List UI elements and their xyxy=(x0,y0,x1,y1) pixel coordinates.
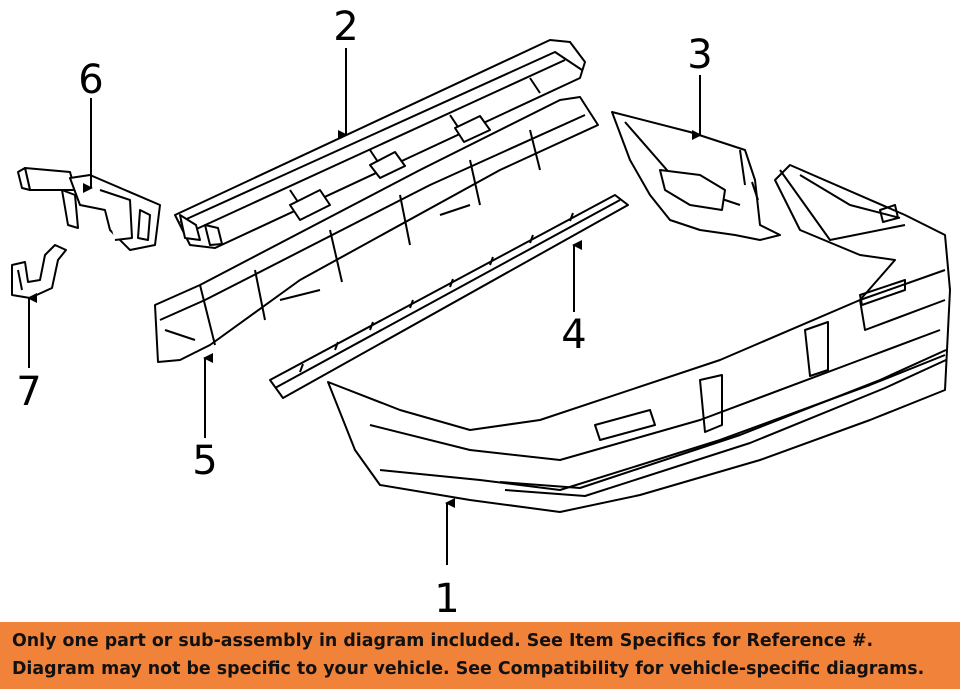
callout-number-4: 4 xyxy=(561,312,586,358)
impact-bar-part xyxy=(174,39,586,249)
bumper-cover-part xyxy=(327,164,951,513)
molding-strip-part xyxy=(269,194,629,399)
disclaimer-line-2: Diagram may not be specific to your vehi… xyxy=(12,659,925,679)
callout-number-7: 7 xyxy=(16,369,41,415)
reinforcement-part xyxy=(154,96,599,363)
disclaimer-banner: Only one part or sub-assembly in diagram… xyxy=(0,622,960,689)
callout-number-5: 5 xyxy=(192,438,217,484)
side-bracket-part xyxy=(611,111,781,241)
callout-number-3: 3 xyxy=(687,32,712,78)
mount-bracket-part xyxy=(11,244,67,299)
leader-lines xyxy=(27,48,702,565)
callout-number-2: 2 xyxy=(333,4,358,50)
callout-number-1: 1 xyxy=(434,576,459,622)
callout-numbers: 1 2 3 4 5 6 7 xyxy=(16,4,712,622)
disclaimer-line-1: Only one part or sub-assembly in diagram… xyxy=(12,631,874,651)
energy-absorber-part xyxy=(17,167,161,251)
callout-number-6: 6 xyxy=(78,57,103,103)
parts-diagram: 1 2 3 4 5 6 7 xyxy=(11,4,951,622)
